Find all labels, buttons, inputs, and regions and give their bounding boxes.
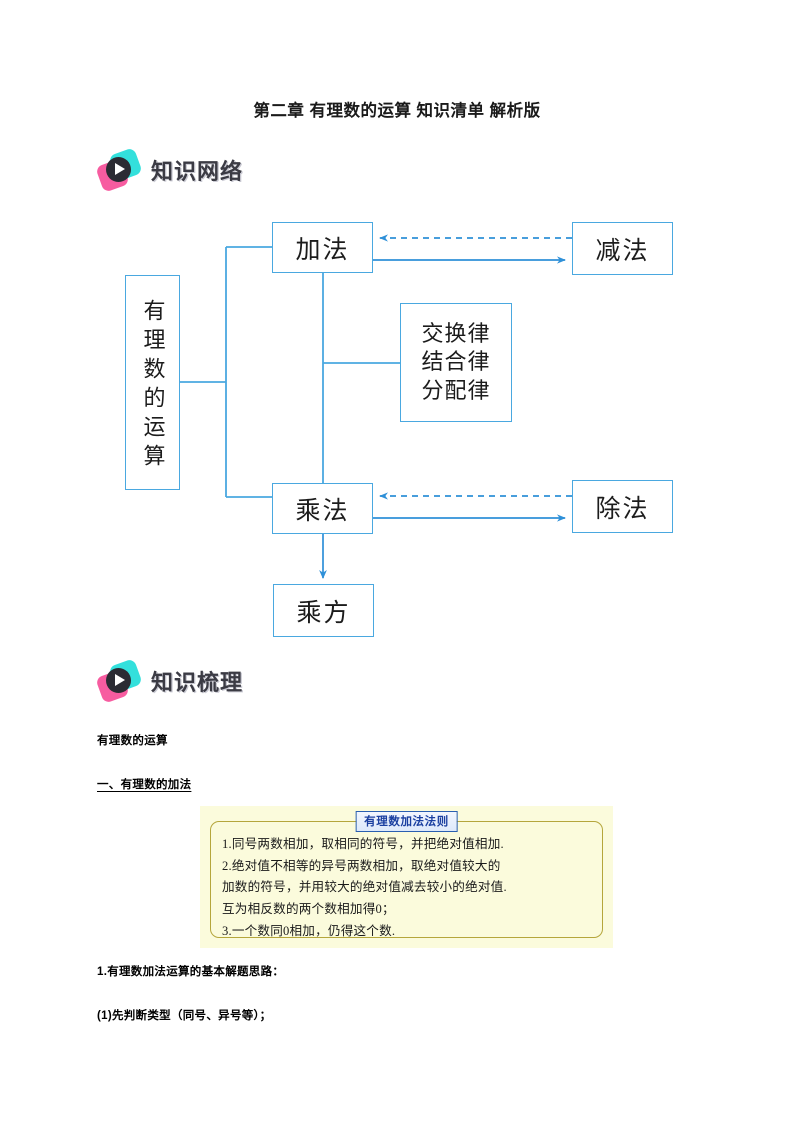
rule-item: 2.绝对值不相等的异号两数相加，取绝对值较大的 [222,858,501,873]
play-button-icon [95,147,143,193]
law-item: 结合律 [421,349,491,375]
rule-item: 1.同号两数相加，取相同的符号，并把绝对值相加. [222,837,504,851]
rule-list: 1.同号两数相加，取相同的符号，并把绝对值相加. 2.绝对值不相等的异号两数相加… [222,834,595,942]
law-item: 交换律 [421,321,491,347]
section-badge-knowledge-review: 知识梳理 [95,658,244,704]
solution-approach-step-1: (1)先判断类型（同号、异号等）； [97,1010,272,1022]
solution-approach-heading: 1.有理数加法运算的基本解题思路： [97,966,285,978]
mindmap-node-root: 有理数的运算 [125,275,180,490]
rule-card-title: 有理数加法法则 [355,811,458,832]
mindmap-node-addition: 加法 [272,222,373,273]
law-item: 分配律 [421,377,491,403]
rule-item: 加数的符号，并用较大的绝对值减去较小的绝对值. [222,880,507,895]
heading-topic: 有理数的运算 [97,735,168,747]
play-button-icon [95,658,143,704]
heading-section: 一、有理数的加法 [97,779,192,791]
logo-play-triangle [115,674,125,686]
mindmap-node-division: 除法 [572,480,673,533]
page-title: 第二章 有理数的运算 知识清单 解析版 [253,102,541,120]
mindmap-node-power: 乘方 [273,584,374,637]
logo-play-triangle [115,163,125,175]
mindmap-node-laws: 交换律 结合律 分配律 [400,303,512,422]
mindmap-node-subtraction: 减法 [572,222,673,275]
section-badge-label: 知识梳理 [151,670,244,695]
rule-item: 3.一个数同0相加，仍得这个数. [222,923,396,938]
rule-card: 有理数加法法则 1.同号两数相加，取相同的符号，并把绝对值相加. 2.绝对值不相… [200,806,613,948]
section-badge-label: 知识网络 [151,159,244,184]
rule-item: 互为相反数的两个数相加得0； [222,901,395,916]
mindmap-node-multiplication: 乘法 [272,483,373,534]
section-badge-knowledge-network: 知识网络 [95,147,244,193]
